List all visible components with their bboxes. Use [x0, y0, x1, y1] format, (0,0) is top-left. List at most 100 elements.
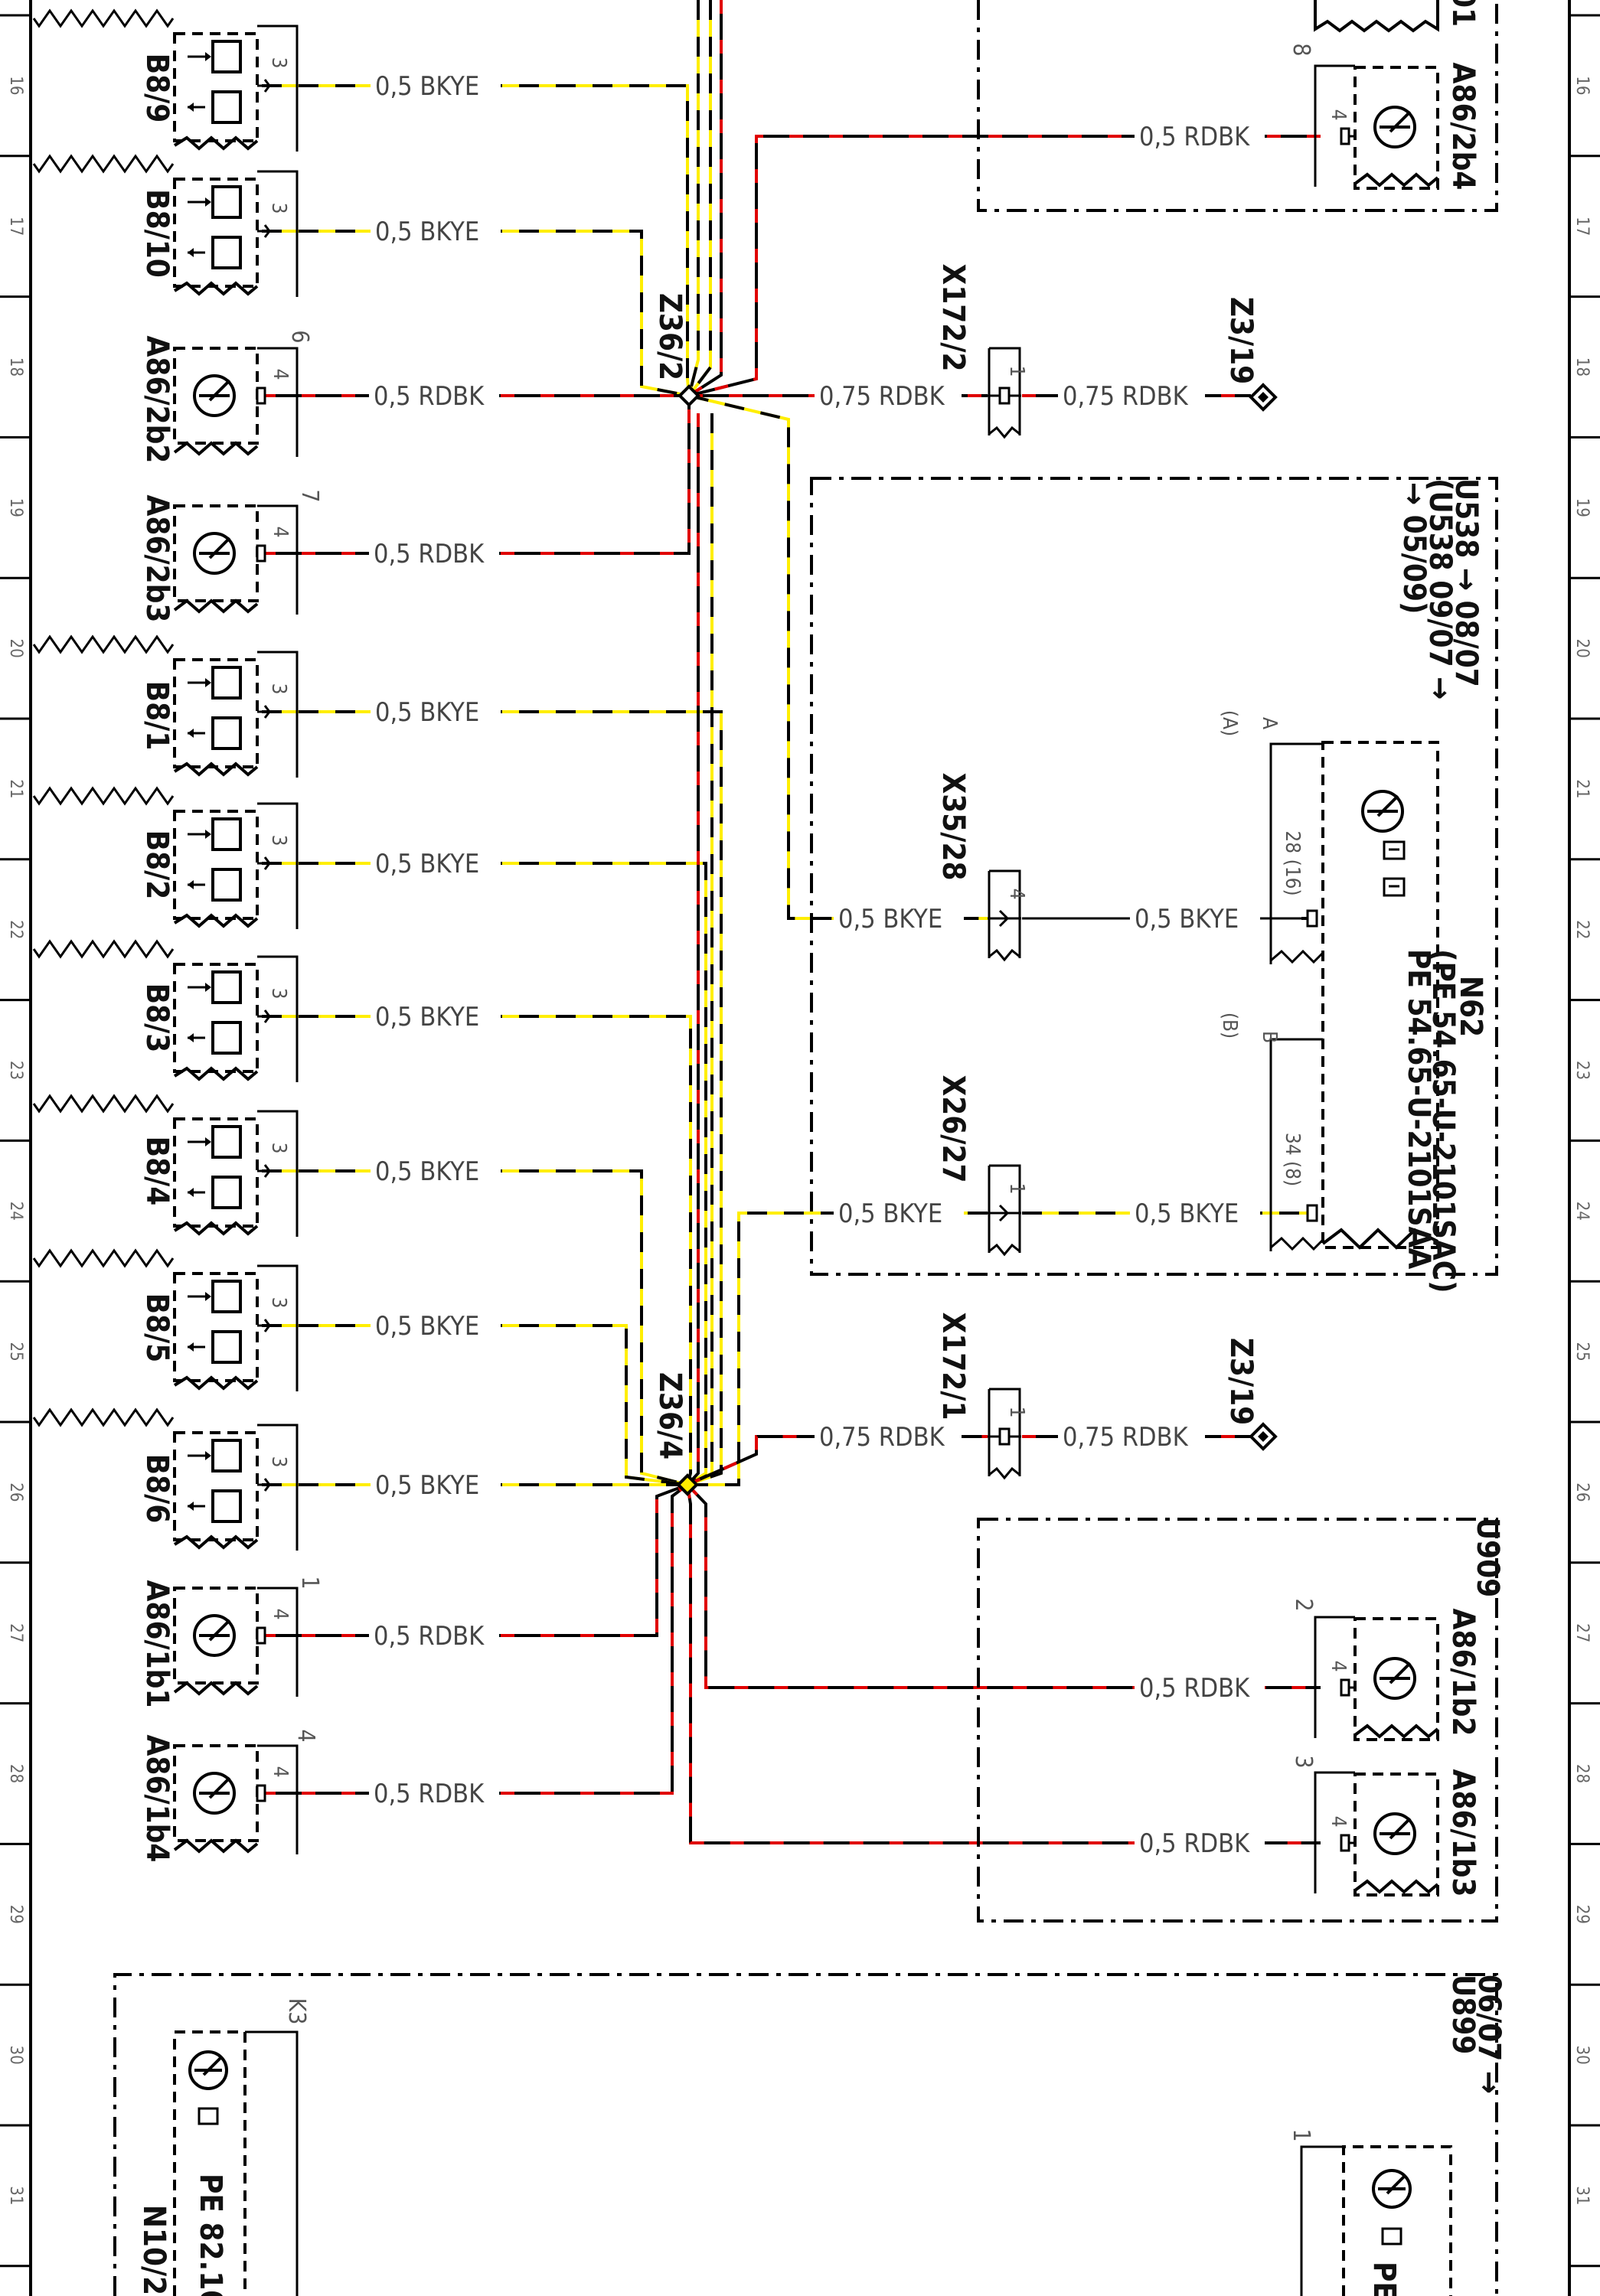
frame-tick-27-left: 27: [6, 1623, 25, 1642]
module-n10-2-icon: [173, 2030, 299, 2296]
pin-number: 1: [1005, 366, 1028, 377]
wire-b8-1: [262, 710, 723, 1486]
frame-tick-27-right: 27: [1572, 1623, 1592, 1642]
wire-label-b8-10: 0,5 BKYE: [375, 217, 479, 247]
frame-tick-30-right: 30: [1572, 2046, 1592, 2065]
pin-number-3: 3: [267, 683, 290, 695]
sensor-a86-2b2-icon: 4: [173, 347, 299, 457]
labels: B8/9 B8/10 A86/2b2 A86/2b3 B8/1 B8/2 B8/…: [136, 0, 1507, 2296]
marker-4-left: 4: [292, 1729, 319, 1742]
u538-note-line3: → 05/09): [1396, 482, 1432, 614]
wire-label-b8-9: 0,5 BKYE: [375, 71, 479, 102]
marker-1-left: 1: [296, 1576, 323, 1589]
connector-x172-2-icon: 1: [988, 347, 1028, 439]
wire-a86-2b3: [262, 396, 691, 555]
pin-number-3: 3: [267, 1297, 290, 1309]
wire-z36-4-a86-1b3: [686, 1484, 1321, 1844]
pin-number-3: 3: [267, 1456, 290, 1468]
junction-z36-2-icon: [678, 384, 700, 407]
frame-tick-20-right: 20: [1572, 639, 1592, 658]
pin-number-4: 4: [269, 1609, 292, 1620]
wire-bundle-b: [687, 0, 712, 397]
sensor-a86-1b3-icon: 4: [1314, 1771, 1439, 1896]
marker-8: 8: [1288, 43, 1314, 56]
frame-tick-28-left: 28: [6, 1764, 25, 1783]
junction-z36-4-icon: [676, 1473, 699, 1496]
marker-k3: K3: [283, 1998, 310, 2025]
label-n10-2: N10/2: [136, 2205, 171, 2295]
pin-number-4: 4: [1327, 109, 1350, 121]
n62-pin-28: 28 (16): [1281, 830, 1304, 895]
sensor-a86-1b1-icon: 4: [173, 1587, 299, 1697]
wire-label-x172-2-right: 0,75 RDBK: [1063, 381, 1189, 412]
pin-number-3: 3: [267, 203, 290, 214]
sensor-b8-1-icon: 3: [32, 634, 299, 778]
pin-number: 1: [1005, 1407, 1028, 1418]
wire-label-b8-1: 0,5 BKYE: [375, 697, 479, 728]
wire-label-x172-2-left: 0,75 RDBK: [819, 381, 945, 412]
pin-number-3: 3: [267, 988, 290, 1000]
sensor-a86-2b3-icon: 4: [173, 504, 299, 615]
label-n62: N62: [1453, 976, 1488, 1037]
pin-number-3: 3: [267, 1143, 290, 1154]
label-a86-1b2: A86/1b2: [1445, 1609, 1481, 1737]
wire-label-b8-3: 0,5 BKYE: [375, 1002, 479, 1032]
n62-pin-a: A: [1258, 717, 1281, 729]
label-z36-4: Z36/4: [652, 1372, 687, 1459]
frame-tick-17-right: 17: [1572, 217, 1592, 236]
label-b8-3: B8/3: [139, 983, 175, 1053]
u538-note-line1: U538 → 08/07: [1448, 478, 1484, 687]
sensor-b8-10-icon: 3: [32, 154, 299, 297]
frame-tick-25-right: 25: [1572, 1342, 1592, 1362]
n62-pe-primary: PE 54.65-U-2101SAA: [1401, 949, 1436, 1269]
frame-tick-16-left: 16: [6, 76, 25, 95]
n62-pin-b: B: [1258, 1031, 1281, 1043]
sensor-b8-6-icon: 3: [32, 1407, 299, 1551]
frame-tick-21-left: 21: [6, 779, 25, 798]
wire-label-a86-2b2: 0,5 RDBK: [374, 381, 485, 412]
frame-tick-19-right: 19: [1572, 498, 1592, 517]
label-b8-2: B8/2: [139, 830, 175, 900]
n62-pin-34: 34 (8): [1281, 1133, 1304, 1186]
label-b8-10: B8/10: [139, 189, 175, 278]
label-a86-1b1: A86/1b1: [139, 1580, 175, 1708]
frame-tick-18-left: 18: [6, 357, 25, 377]
pin-number-4: 4: [1327, 1816, 1350, 1828]
marker-7: 7: [296, 489, 323, 502]
wire-b8-10: [262, 230, 690, 397]
frame-tick-21-right: 21: [1572, 779, 1592, 798]
pin-number: 4: [1005, 889, 1028, 900]
frame-tick-23-left: 23: [6, 1061, 25, 1080]
sensor-b8-3-icon: 3: [32, 939, 299, 1082]
ground-z3-19-bottom-icon: [1249, 1422, 1278, 1451]
pin-number-4: 4: [269, 527, 292, 538]
sensor-b8-9-icon: 3: [32, 8, 299, 152]
wire-b8-5: [262, 1324, 688, 1486]
connector-x35-28-icon: 4: [988, 869, 1028, 962]
label-x172-2: X172/2: [936, 263, 971, 371]
box-u538: [810, 477, 1498, 1276]
frame-tick-24-left: 24: [6, 1202, 25, 1221]
sensor-a86-1b4-icon: 4: [173, 1744, 299, 1854]
boundary-boxes: [113, 0, 1498, 2296]
n10-pe-note: PE 82.10-U: [193, 2174, 228, 2296]
pin-number-4: 4: [269, 369, 292, 380]
wire-bundle-c: [687, 0, 723, 397]
wire-label-b8-6: 0,5 BKYE: [375, 1470, 479, 1501]
connector-x172-1-icon: 1: [988, 1388, 1028, 1480]
sensor-u899-partial-icon: [1300, 2145, 1452, 2296]
wire-label-b8-2: 0,5 BKYE: [375, 849, 479, 879]
wire-a86-1b1: [262, 1483, 688, 1637]
frame-tick-29-left: 29: [6, 1905, 25, 1924]
wire-label-b8-4: 0,5 BKYE: [375, 1156, 479, 1187]
label-b8-6: B8/6: [139, 1454, 175, 1524]
label-a86-2b4: A86/2b4: [1445, 63, 1481, 191]
pin-number-3: 3: [267, 57, 290, 69]
frame-tick-17-left: 17: [6, 217, 25, 236]
u538-note-line2: (U538 09/07 →: [1422, 478, 1458, 700]
label-b8-9: B8/9: [139, 54, 175, 123]
wire-label-a86-2b3: 0,5 RDBK: [374, 539, 485, 569]
sensor-partial-top-icon: [1314, 0, 1439, 33]
wire-label-x26-27-left: 0,5 BKYE: [838, 1199, 942, 1229]
